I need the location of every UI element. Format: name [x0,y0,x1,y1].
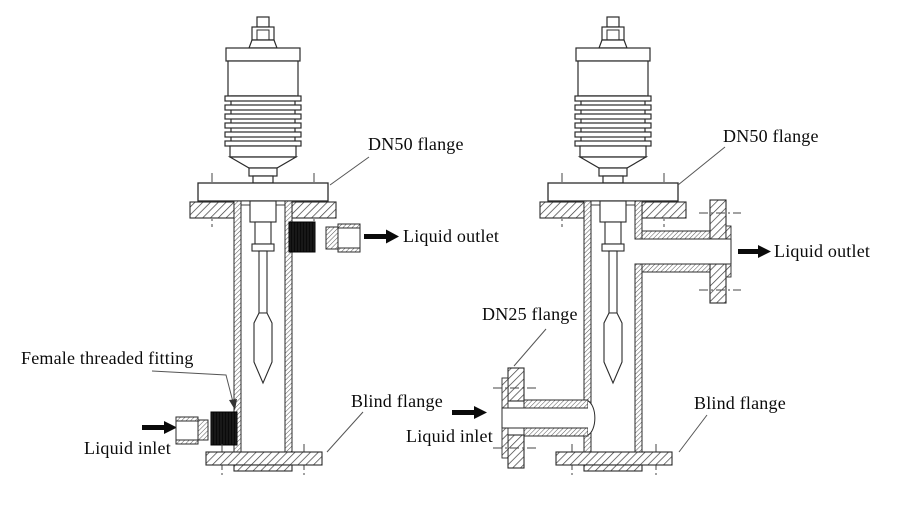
right-level-probe [599,200,627,384]
left-outlet-coupling [288,221,316,253]
left-outlet-arrow [364,229,399,244]
right-outlet-branch [641,199,732,304]
right-blind-flange [555,451,673,472]
left-female-fitting-leader-arrowhead [229,399,237,410]
left-leader-lines [151,156,370,453]
right-sensor-head [574,16,652,184]
left-flange-bolt-centerlines [211,173,315,227]
right-outlet-arrow [738,245,771,258]
left-assembly [142,16,399,478]
left-level-probe [249,200,277,384]
label-dn50-flange-right: DN50 flange [723,126,819,146]
label-dn25-flange: DN25 flange [482,304,578,324]
left-inlet-arrow [142,421,177,434]
left-inlet-coupling [210,411,238,446]
label-dn50-flange-left: DN50 flange [368,134,464,154]
right-inlet-branch [501,367,596,469]
label-blind-flange-left: Blind flange [351,391,443,411]
right-flange-bolt-centerlines [561,173,665,227]
label-liquid-outlet-right: Liquid outlet [774,241,871,261]
label-liquid-inlet-left: Liquid inlet [84,438,171,458]
right-leader-lines [513,146,726,453]
right-inlet-arrow [452,406,487,419]
label-female-threaded-fitting: Female threaded fitting [21,348,194,368]
left-inlet-nipple [175,416,209,445]
label-blind-flange-right: Blind flange [694,393,786,413]
label-liquid-outlet-left: Liquid outlet [403,226,500,246]
left-outlet-nipple [325,223,361,253]
left-sensor-head [224,16,302,184]
left-blind-flange [205,451,323,472]
right-inlet-flange-bolt-centerlines [493,387,538,449]
right-outlet-flange-bolt-centerlines [699,212,741,291]
right-assembly [452,16,771,478]
label-liquid-inlet-right: Liquid inlet [406,426,493,446]
